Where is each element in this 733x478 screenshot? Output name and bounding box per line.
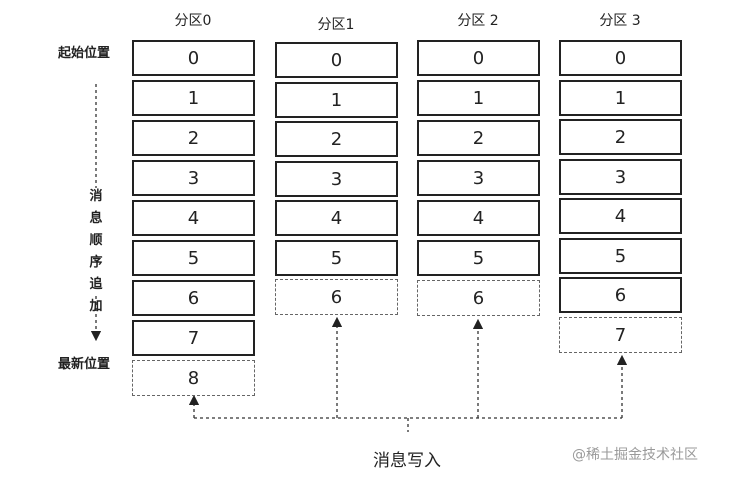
partition-1-next-offset-cell: 6 [275,279,398,315]
partition-2-offset-cell: 5 [417,240,540,276]
partition-0-offset-cell: 0 [132,40,255,76]
partition-0-offset-cell: 4 [132,200,255,236]
partition-1-offset-cell: 0 [275,42,398,78]
partition-2-offset-cell: 0 [417,40,540,76]
partition-3-offset-cell: 6 [559,277,682,313]
partition-1-offset-cell: 1 [275,82,398,118]
partition-0-offset-cell: 2 [132,120,255,156]
partition-3-offset-cell: 1 [559,80,682,116]
partition-2-next-offset-cell: 6 [417,280,540,316]
partition-0-label: 分区0 [174,13,212,29]
latest-position-label: 最新位置 [58,357,111,372]
partition-0-offset-cell: 1 [132,80,255,116]
partition-0-offset-cell: 6 [132,280,255,316]
partition-3-offset-cell: 4 [559,198,682,234]
partition-2-offset-cell: 3 [417,160,540,196]
partition-1-offset-cell: 3 [275,161,398,197]
partition-0-next-offset-cell: 8 [132,360,255,396]
partition-1-offset-cell: 5 [275,240,398,276]
start-position-label: 起始位置 [58,46,111,61]
partition-0-offset-cell: 5 [132,240,255,276]
partition-1-offset-cell: 4 [275,200,398,236]
partition-0-offset-cell: 7 [132,320,255,356]
partition-2-label: 分区 2 [457,13,499,29]
partition-3-next-offset-cell: 7 [559,317,682,353]
watermark: @稀土掘金技术社区 [572,447,698,463]
partition-2-offset-cell: 4 [417,200,540,236]
message-write-label: 消息写入 [373,451,441,471]
partition-1-label: 分区1 [317,17,355,33]
partition-3-label: 分区 3 [599,13,641,29]
partition-2-offset-cell: 2 [417,120,540,156]
partition-0-offset-cell: 3 [132,160,255,196]
order-label: 消息顺序追加 [89,189,103,314]
partition-3-offset-cell: 5 [559,238,682,274]
partition-2-offset-cell: 1 [417,80,540,116]
partition-3-offset-cell: 3 [559,159,682,195]
partition-3-offset-cell: 2 [559,119,682,155]
partition-1-offset-cell: 2 [275,121,398,157]
partition-3-offset-cell: 0 [559,40,682,76]
